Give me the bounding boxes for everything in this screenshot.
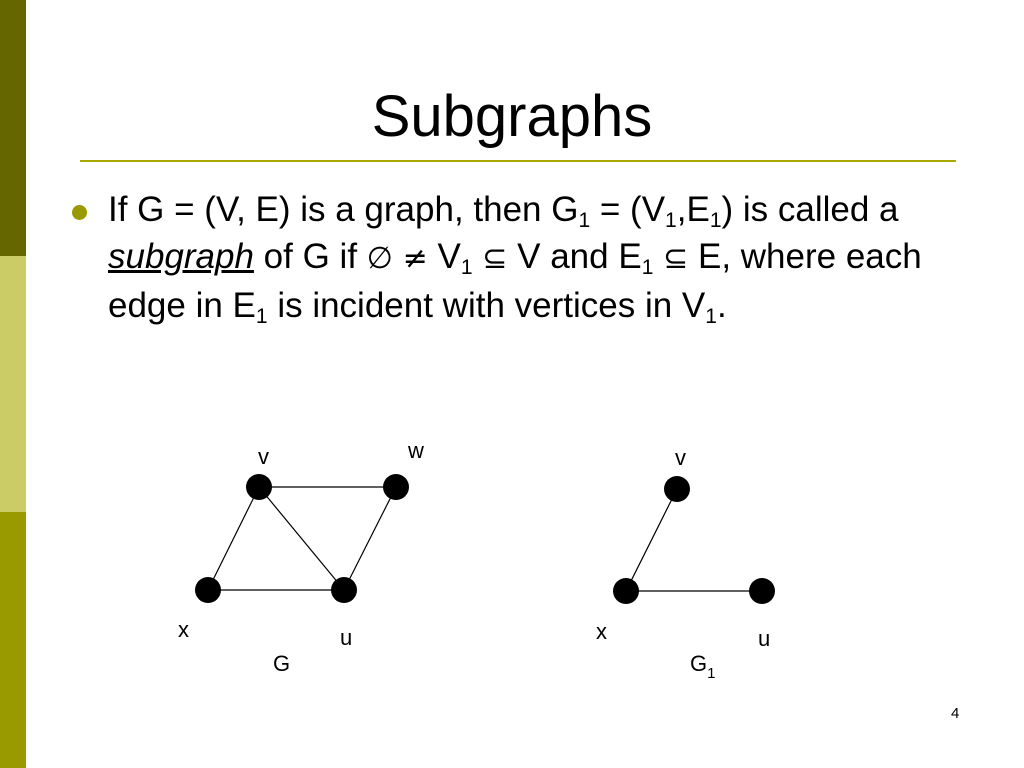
caption-subscript: 1 (707, 665, 715, 682)
bullet-icon (72, 205, 87, 220)
text-run: . (716, 286, 727, 325)
vertex-label-x: x (596, 619, 607, 644)
text-run: If G = (V, E) is a graph, then G (108, 190, 579, 229)
graph-caption-g1: G1 (690, 651, 715, 682)
vertex-label-u: u (758, 626, 770, 651)
side-bar-bottom (0, 512, 26, 768)
vertex-w (383, 474, 409, 500)
vertex-v (664, 476, 690, 502)
edge-v-x (625, 488, 678, 592)
text-run: = (V (590, 190, 666, 229)
subset-equal-symbol: ⊆ (482, 241, 508, 276)
subscript: 1 (578, 209, 591, 232)
vertex-label-v: v (675, 445, 686, 470)
text-run: V (427, 237, 461, 276)
text-run: E, where each edge in E (108, 237, 922, 325)
page-number: 4 (951, 705, 960, 722)
caption-main: G (690, 651, 707, 676)
subscript: 1 (705, 305, 717, 328)
vertex-label-w: w (407, 438, 424, 463)
text-run: ,E (676, 190, 710, 229)
vertex-x (195, 577, 221, 603)
vertex-label-x: x (178, 617, 189, 642)
vertex-v (246, 474, 272, 500)
vertex-x (613, 578, 639, 604)
empty-set-symbol: ∅ (366, 241, 393, 276)
edge-w-u (343, 486, 397, 591)
subscript: 1 (665, 209, 677, 232)
subset-equal-symbol: ⊆ (663, 241, 689, 276)
subscript: 1 (641, 256, 654, 279)
text-run: of G if (253, 237, 367, 276)
subscript: 1 (460, 256, 473, 279)
subgraph-term: subgraph (108, 237, 254, 276)
vertex-label-u: u (340, 625, 352, 650)
subscript: 1 (255, 305, 268, 328)
edge-v-u (258, 486, 345, 591)
vertex-label-v: v (258, 444, 269, 469)
side-bar-middle (0, 256, 26, 512)
vertex-u (749, 578, 775, 604)
slide-title: Subgraphs (371, 84, 653, 149)
title-divider (80, 160, 956, 162)
not-equal-symbol: ≠ (402, 241, 428, 276)
edge-v-x (207, 486, 260, 591)
text-run: is incident with vertices in V (267, 286, 706, 325)
vertex-u (331, 577, 357, 603)
text-run: V and E (507, 237, 642, 276)
subscript: 1 (709, 209, 722, 232)
graph-caption-g: G (273, 651, 290, 676)
side-bar-top (0, 0, 26, 256)
text-run: ) is called a (721, 190, 899, 229)
bullet-definition: If G = (V, E) is a graph, then G1 = (V1,… (108, 186, 948, 329)
